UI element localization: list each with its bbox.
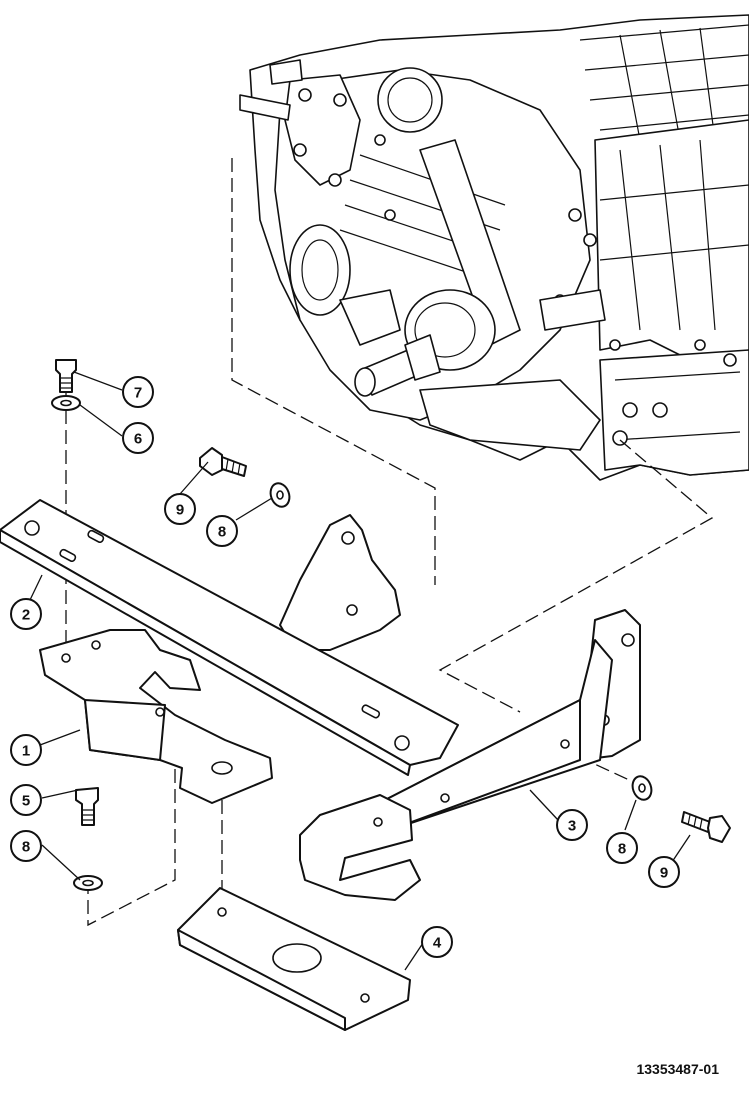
callout-9-upper: 9: [164, 493, 196, 525]
svg-text:8: 8: [618, 841, 626, 858]
svg-text:2: 2: [22, 607, 30, 624]
washer-icon: [51, 395, 81, 411]
bolt-icon: [75, 787, 99, 826]
washer-icon: [269, 482, 291, 508]
washer-icon: [73, 875, 103, 891]
svg-text:1: 1: [22, 743, 30, 760]
lower-side-bracket: [299, 609, 641, 901]
bolt-icon: [681, 811, 731, 843]
spacer-plate: [177, 887, 411, 1031]
bolt-icon: [199, 447, 247, 477]
callout-8-upper: 8: [206, 515, 238, 547]
callout-7: 7: [122, 376, 154, 408]
svg-text:9: 9: [176, 502, 184, 519]
bolt-icon: [55, 359, 77, 393]
svg-text:3: 3: [568, 818, 576, 835]
svg-text:8: 8: [218, 524, 226, 541]
svg-text:7: 7: [134, 385, 142, 402]
callout-2: 2: [10, 598, 42, 630]
front-support: [39, 629, 273, 804]
callout-9-right: 9: [648, 856, 680, 888]
callout-4: 4: [421, 926, 453, 958]
callout-8-right: 8: [606, 832, 638, 864]
callout-8-left: 8: [10, 830, 42, 862]
svg-text:8: 8: [22, 839, 30, 856]
callout-1: 1: [10, 734, 42, 766]
callout-5: 5: [10, 784, 42, 816]
upper-bar-bracket: [0, 499, 459, 776]
washer-icon: [631, 775, 653, 801]
svg-text:5: 5: [22, 793, 30, 810]
callout-3: 3: [556, 809, 588, 841]
svg-text:4: 4: [433, 935, 442, 952]
svg-text:9: 9: [660, 865, 668, 882]
engine-block-illustration: [239, 14, 749, 481]
leader-lines: [29, 371, 691, 971]
figure-id: 13353487-01: [636, 1061, 719, 1077]
callout-6: 6: [122, 422, 154, 454]
svg-text:6: 6: [134, 431, 142, 448]
